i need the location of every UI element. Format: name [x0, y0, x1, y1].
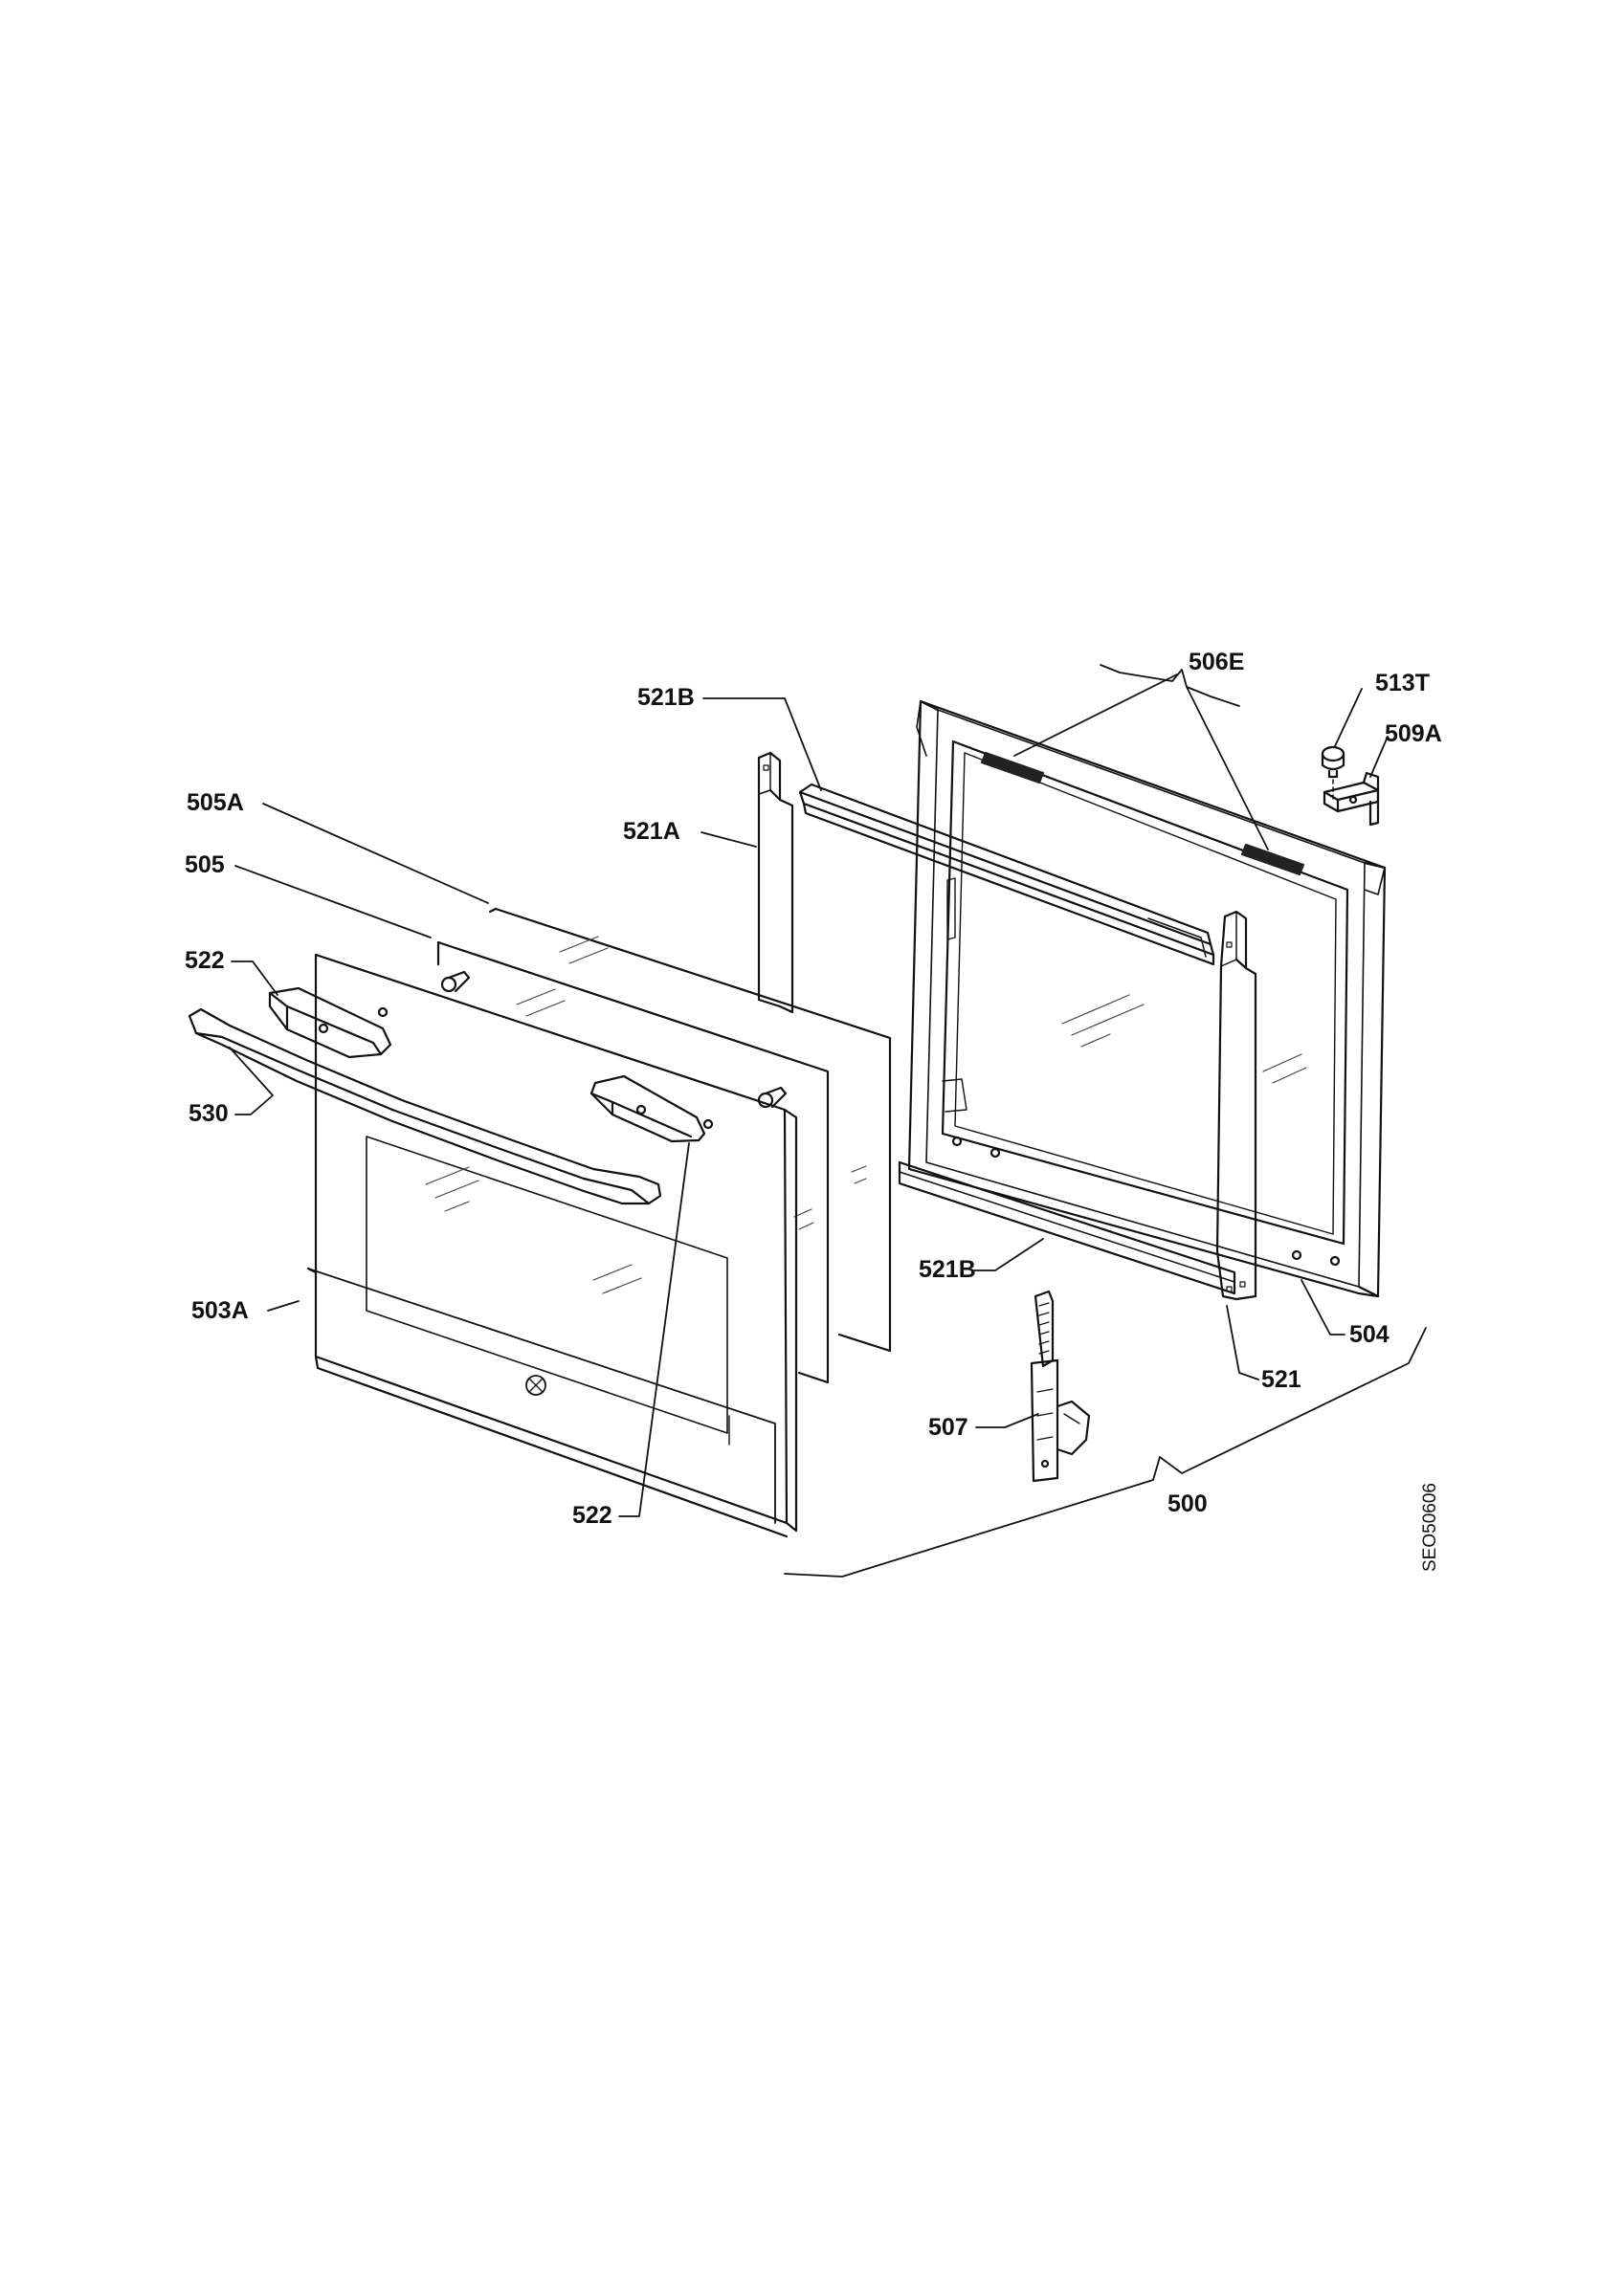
- catch-bracket: [1323, 771, 1380, 827]
- outer-door-panel: [306, 953, 798, 1538]
- bottom-glass-rail: [898, 1160, 1236, 1295]
- leader-lines: [229, 664, 1427, 1578]
- label-500: 500: [1167, 1490, 1208, 1517]
- label-521B-bottom: 521B: [919, 1256, 976, 1283]
- label-530: 530: [189, 1100, 229, 1127]
- door-hinge: [1030, 1290, 1091, 1483]
- label-506E: 506E: [1189, 649, 1244, 675]
- right-side-strip: [1215, 910, 1257, 1301]
- door-seals: [980, 751, 1305, 876]
- label-513T: 513T: [1375, 670, 1430, 696]
- top-glass-rail: [798, 783, 1215, 966]
- label-522-top: 522: [185, 947, 225, 974]
- label-505A: 505A: [187, 789, 244, 816]
- handle-bracket-right: [589, 1074, 706, 1143]
- label-507: 507: [928, 1414, 968, 1441]
- part-labels: 506E 513T 509A 521B 505A 521A 505 522 53…: [185, 649, 1442, 1529]
- label-509A: 509A: [1385, 720, 1442, 747]
- label-521: 521: [1261, 1366, 1301, 1393]
- inner-door-frame: [907, 699, 1387, 1298]
- label-521A: 521A: [623, 818, 680, 845]
- label-504: 504: [1349, 1321, 1390, 1348]
- inner-glass-panel-middle: [436, 940, 830, 1384]
- label-503A: 503A: [191, 1297, 249, 1324]
- label-522-bottom: 522: [572, 1502, 612, 1529]
- label-521B-top: 521B: [637, 684, 695, 711]
- handle-bracket-left: [268, 986, 392, 1059]
- inner-glass-panel-rear: [488, 907, 892, 1353]
- label-505: 505: [185, 851, 225, 878]
- drawing-code: SEO50606: [1420, 1483, 1440, 1572]
- door-stop-knob: [1321, 745, 1345, 800]
- door-handle-bar: [188, 1007, 662, 1205]
- left-side-strip: [757, 751, 794, 1014]
